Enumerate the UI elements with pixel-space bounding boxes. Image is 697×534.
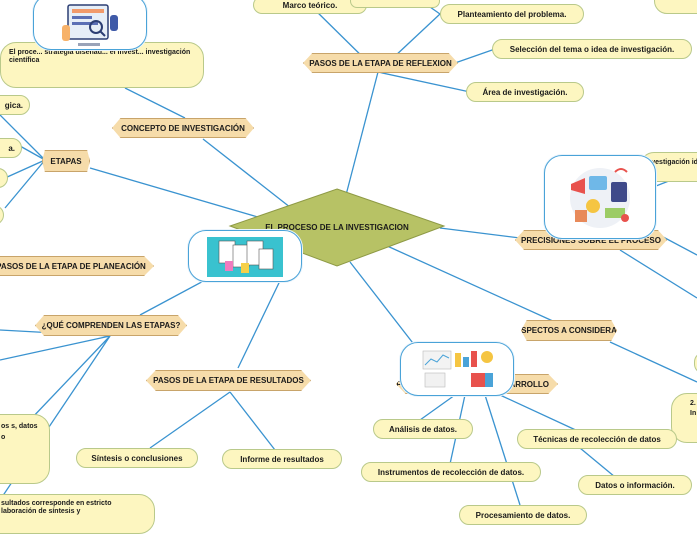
pasos-reflexion-node[interactable]: PASOS DE LA ETAPA DE REFLEXION <box>303 53 458 73</box>
data-charts-illustration <box>400 342 514 396</box>
top-right-fragment-node[interactable] <box>654 0 697 14</box>
pasos-resultados-node[interactable]: PASOS DE LA ETAPA DE RESULTADOS <box>146 370 311 391</box>
left-blob-node[interactable]: os s, datos o <box>0 414 50 484</box>
area-investigacion-node[interactable]: Área de investigación. <box>466 82 584 102</box>
research-illustration <box>33 0 147 50</box>
documents-illustration <box>188 230 302 282</box>
top-fragment-node[interactable] <box>350 0 440 8</box>
analisis-node[interactable]: Análisis de datos. <box>373 419 473 439</box>
aspectos-node[interactable]: ASPECTOS A CONSIDERAR <box>521 320 617 341</box>
planteamiento-node[interactable]: Planteamiento del problema. <box>440 4 584 24</box>
center-label: EL PROCESO DE LA INVESTIGACION <box>265 222 409 232</box>
sintesis-node[interactable]: Síntesis o conclusiones <box>76 448 198 468</box>
tecnicas-node[interactable]: Técnicas de recolección de datos <box>517 429 677 449</box>
etapas-node[interactable]: ETAPAS <box>42 150 90 172</box>
concepto-node[interactable]: CONCEPTO DE INVESTIGACIÓN <box>112 118 254 138</box>
bottom-left-text-node[interactable]: sultados corresponde en estricto laborac… <box>0 494 155 534</box>
informe-node[interactable]: Informe de resultados <box>222 449 342 469</box>
procesamiento-node[interactable]: Procesamiento de datos. <box>459 505 587 525</box>
que-comprenden-node[interactable]: ¿QUÉ COMPRENDEN LAS ETAPAS? <box>35 315 187 336</box>
left-fragment-node-2[interactable]: a. <box>0 138 22 158</box>
seleccion-tema-node[interactable]: Selección del tema o idea de investigaci… <box>492 39 692 59</box>
datos-info-node[interactable]: Datos o información. <box>578 475 692 495</box>
center-node[interactable] <box>228 188 446 268</box>
instrumentos-node[interactable]: Instrumentos de recolección de datos. <box>361 462 541 482</box>
left-fragment-node-1[interactable]: gica. <box>0 95 30 115</box>
pasos-planeacion-node[interactable]: PASOS DE LA ETAPA DE PLANEACIÓN <box>0 256 154 276</box>
analytics-illustration <box>544 155 656 239</box>
